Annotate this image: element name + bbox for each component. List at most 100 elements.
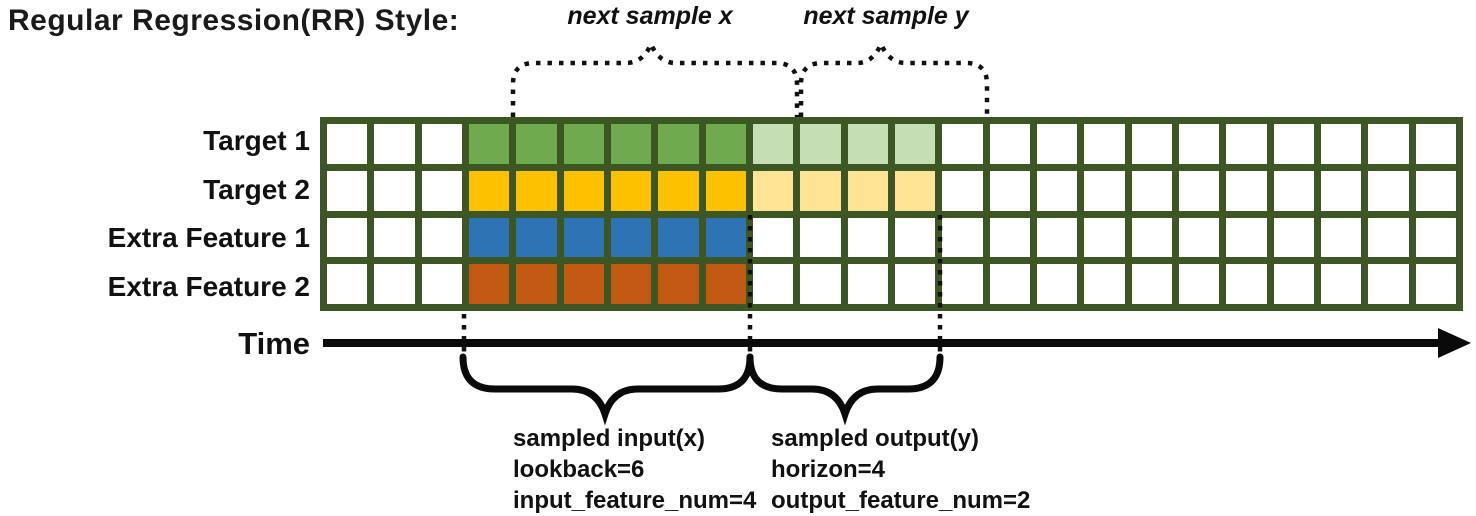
grid-cell-r2-c22 xyxy=(1368,217,1409,258)
grid-cell-r3-c18 xyxy=(1178,264,1220,304)
grid-cell-r0-c7 xyxy=(658,124,699,164)
grid-cell-r3-c7 xyxy=(658,264,699,304)
grid-cell-r2-c15 xyxy=(1036,217,1078,258)
grid-cell-r2-c14 xyxy=(989,217,1030,258)
grid-cell-r2-c13 xyxy=(942,217,983,258)
grid-cell-r2-c18 xyxy=(1178,217,1220,258)
sampled-input-brace xyxy=(459,353,754,426)
next-sample-y-label: next sample y xyxy=(803,2,969,30)
grid-cell-r1-c23 xyxy=(1415,170,1456,211)
grid-cell-r3-c6 xyxy=(610,264,652,304)
grid-cell-r3-c2 xyxy=(421,264,462,304)
grid-cell-r0-c3 xyxy=(468,124,510,164)
grid-cell-r1-c12 xyxy=(894,170,936,211)
grid-cell-r3-c17 xyxy=(1131,264,1172,304)
grid-cell-r1-c0 xyxy=(327,170,368,211)
grid-cell-r3-c1 xyxy=(374,264,415,304)
row-label: Target 1 xyxy=(203,125,310,157)
grid-cell-r1-c14 xyxy=(989,170,1030,211)
grid-cell-r0-c8 xyxy=(705,124,746,164)
grid-cell-r2-c16 xyxy=(1084,217,1125,258)
next-sample-x-brace xyxy=(510,38,800,117)
grid-cell-r0-c1 xyxy=(374,124,415,164)
sampled-output-title: sampled output(y) xyxy=(771,425,979,452)
grid-cell-r1-c22 xyxy=(1368,170,1409,211)
grid-cell-r2-c19 xyxy=(1226,217,1267,258)
sample-grid xyxy=(320,117,1463,311)
grid-cell-r3-c12 xyxy=(894,264,936,304)
grid-cell-r2-c8 xyxy=(705,217,746,258)
grid-cell-r1-c7 xyxy=(658,170,699,211)
grid-cell-r1-c19 xyxy=(1226,170,1267,211)
grid-cell-r3-c0 xyxy=(327,264,368,304)
sampled-input-annotation: sampled input(x) lookback=6 input_featur… xyxy=(513,423,756,516)
grid-cell-r2-c21 xyxy=(1320,217,1362,258)
grid-cell-r2-c9 xyxy=(752,217,794,258)
grid-cell-r1-c9 xyxy=(752,170,794,211)
grid-cell-r1-c10 xyxy=(800,170,841,211)
grid-cell-r0-c13 xyxy=(942,124,983,164)
grid-cell-r3-c8 xyxy=(705,264,746,304)
grid-cell-r1-c11 xyxy=(847,170,888,211)
grid-cell-r1-c13 xyxy=(942,170,983,211)
grid-cell-r0-c0 xyxy=(327,124,368,164)
grid-cell-r3-c20 xyxy=(1273,264,1314,304)
grid-cell-r3-c11 xyxy=(847,264,888,304)
input-feature-num: input_feature_num=4 xyxy=(513,487,757,514)
grid-cell-r2-c5 xyxy=(563,217,604,258)
grid-cell-r3-c16 xyxy=(1084,264,1125,304)
grid-cell-r1-c5 xyxy=(563,170,604,211)
grid-cell-r2-c17 xyxy=(1131,217,1172,258)
grid-cell-r0-c6 xyxy=(610,124,652,164)
grid-cell-r0-c23 xyxy=(1415,124,1456,164)
grid-cell-r2-c12 xyxy=(894,217,936,258)
grid-cell-r1-c21 xyxy=(1320,170,1362,211)
grid-cell-r0-c12 xyxy=(894,124,936,164)
next-sample-x-label: next sample x xyxy=(567,2,733,30)
grid-cell-r1-c18 xyxy=(1178,170,1220,211)
grid-cell-r1-c8 xyxy=(705,170,746,211)
row-label: Target 2 xyxy=(203,173,310,205)
grid-cell-r0-c21 xyxy=(1320,124,1362,164)
grid-cell-r3-c15 xyxy=(1036,264,1078,304)
time-axis-arrowhead xyxy=(1438,328,1471,358)
grid-cell-r1-c16 xyxy=(1084,170,1125,211)
grid-cell-r1-c2 xyxy=(421,170,462,211)
grid-cell-r2-c2 xyxy=(421,217,462,258)
grid-cell-r2-c10 xyxy=(800,217,841,258)
grid-cell-r3-c9 xyxy=(752,264,794,304)
grid-cell-r2-c1 xyxy=(374,217,415,258)
next-sample-y-brace xyxy=(798,38,990,117)
grid-cell-r3-c4 xyxy=(516,264,557,304)
grid-cell-r0-c20 xyxy=(1273,124,1314,164)
grid-cell-r0-c18 xyxy=(1178,124,1220,164)
grid-cell-r2-c23 xyxy=(1415,217,1456,258)
diagram-title: Regular Regression(RR) Style: xyxy=(8,4,460,37)
grid-cell-r0-c14 xyxy=(989,124,1030,164)
grid-cell-r2-c4 xyxy=(516,217,557,258)
grid-cell-r3-c19 xyxy=(1226,264,1267,304)
grid-cell-r0-c4 xyxy=(516,124,557,164)
grid-cell-r2-c6 xyxy=(610,217,652,258)
sampled-input-title: sampled input(x) xyxy=(513,425,706,452)
grid-cell-r0-c16 xyxy=(1084,124,1125,164)
grid-cell-r2-c20 xyxy=(1273,217,1314,258)
grid-cell-r3-c10 xyxy=(800,264,841,304)
lookback-value: lookback=6 xyxy=(513,456,645,483)
grid-cell-r0-c11 xyxy=(847,124,888,164)
grid-cell-r3-c23 xyxy=(1415,264,1456,304)
grid-cell-r0-c10 xyxy=(800,124,841,164)
grid-cell-r0-c2 xyxy=(421,124,462,164)
grid-cell-r3-c14 xyxy=(989,264,1030,304)
grid-cell-r0-c9 xyxy=(752,124,794,164)
grid-cell-r0-c5 xyxy=(563,124,604,164)
grid-cell-r3-c13 xyxy=(942,264,983,304)
grid-cell-r1-c3 xyxy=(468,170,510,211)
grid-cell-r1-c6 xyxy=(610,170,652,211)
grid-cell-r1-c17 xyxy=(1131,170,1172,211)
row-label: Extra Feature 2 xyxy=(107,270,310,302)
sampled-output-brace xyxy=(746,353,944,426)
grid-cell-r3-c21 xyxy=(1320,264,1362,304)
